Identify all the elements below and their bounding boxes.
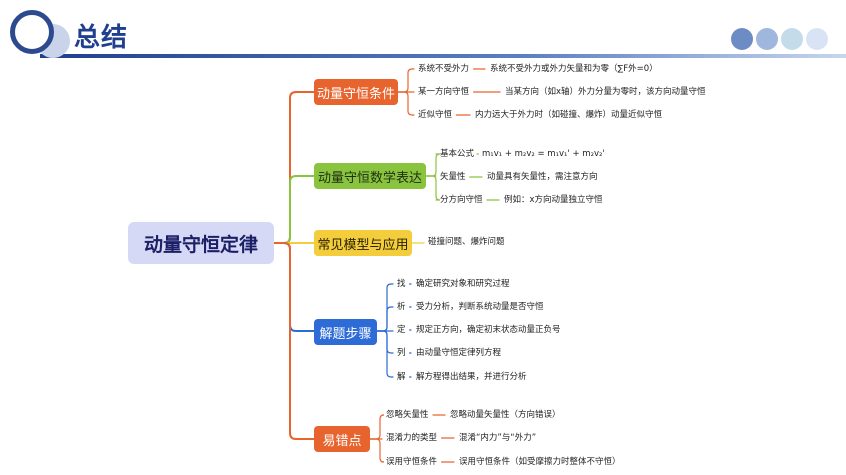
logo-ring-icon <box>10 10 54 54</box>
branch-node-5: 易错点 <box>314 426 370 452</box>
leaf-description: 由动量守恒定律列方程 <box>416 348 502 358</box>
connector-branch-5-leaf-3 <box>369 438 385 463</box>
leaf-label: 碰撞问题、爆炸问题 <box>428 237 505 247</box>
leaf-description: 解方程得出结果，并进行分析 <box>416 372 527 382</box>
connector-branch-4-leaf-5 <box>376 330 394 378</box>
leaf-label: 基本公式 <box>440 149 475 159</box>
leaf-description: 误用守恒条件（如受摩擦力时整体不守恒） <box>459 457 621 467</box>
branch-node-1: 动量守恒条件 <box>314 79 398 105</box>
leaf-label: 定 <box>397 325 406 335</box>
leaf-description: m₁v₁ + m₂v₂ = m₁v₁' + m₂v₂' <box>482 149 605 159</box>
connector-branch-1-leaf-1 <box>397 68 415 93</box>
leaf-description: 混淆“内力”与“外力” <box>459 433 537 443</box>
connector-branch-5-leaf-1 <box>369 414 385 440</box>
branch-node-2: 动量守恒数学表达 <box>314 163 426 189</box>
leaf-label: 列 <box>397 348 406 358</box>
connector-branch-1-leaf-3 <box>397 91 415 116</box>
leaf-description: 内力远大于外力时（如碰撞、爆炸）动量近似守恒 <box>475 110 663 120</box>
leaf-label: 分方向守恒 <box>440 195 483 205</box>
mindmap-root: 动量守恒定律 <box>128 222 274 264</box>
header-dot-1 <box>731 28 753 50</box>
connector-branch-4-leaf-2 <box>376 306 394 332</box>
connector-root-to-branch-2 <box>273 175 315 244</box>
leaf-description: 确定研究对象和研究过程 <box>416 279 510 289</box>
page-title: 总结 <box>74 23 129 53</box>
leaf-description: 受力分析，判断系统动量是否守恒 <box>416 302 544 312</box>
leaf-description: 当某方向（如x轴）外力分量为零时，该方向动量守恒 <box>505 87 706 97</box>
leaf-description: 例如：x方向动量独立守恒 <box>504 195 603 205</box>
leaf-label: 误用守恒条件 <box>386 457 438 467</box>
leaf-description: 系统不受外力或外力矢量和为零（∑F外=0） <box>490 64 658 74</box>
leaf-description: 忽略动量矢量性（方向错误） <box>450 410 561 420</box>
branch-node-3: 常见模型与应用 <box>314 230 412 256</box>
connector-branch-2-leaf-3 <box>425 175 441 201</box>
leaf-label: 某一方向守恒 <box>418 87 470 97</box>
connector-root-to-branch-4 <box>273 242 315 332</box>
leaf-label: 解 <box>397 372 406 382</box>
leaf-label: 析 <box>397 302 406 312</box>
branch-node-4: 解题步骤 <box>314 319 377 345</box>
leaf-description: 规定正方向，确定初末状态动量正负号 <box>416 325 561 335</box>
leaf-label: 系统不受外力 <box>418 64 470 74</box>
leaf-label: 找 <box>397 279 406 289</box>
leaf-label: 近似守恒 <box>418 110 453 120</box>
connector-branch-2-leaf-1 <box>425 153 441 177</box>
header-bar <box>40 54 846 58</box>
header-dot-2 <box>756 28 778 50</box>
header-dot-3 <box>781 28 803 50</box>
leaf-description: 动量具有矢量性，需注意方向 <box>487 172 598 182</box>
leaf-label: 矢量性 <box>440 172 466 182</box>
connector-branch-4-leaf-4 <box>376 330 394 354</box>
connector-root-to-branch-1 <box>273 91 315 244</box>
leaf-label: 忽略矢量性 <box>386 410 429 420</box>
leaf-label: 混淆力的类型 <box>386 433 438 443</box>
header-dot-4 <box>806 28 828 50</box>
connector-root-to-branch-5 <box>273 242 315 440</box>
